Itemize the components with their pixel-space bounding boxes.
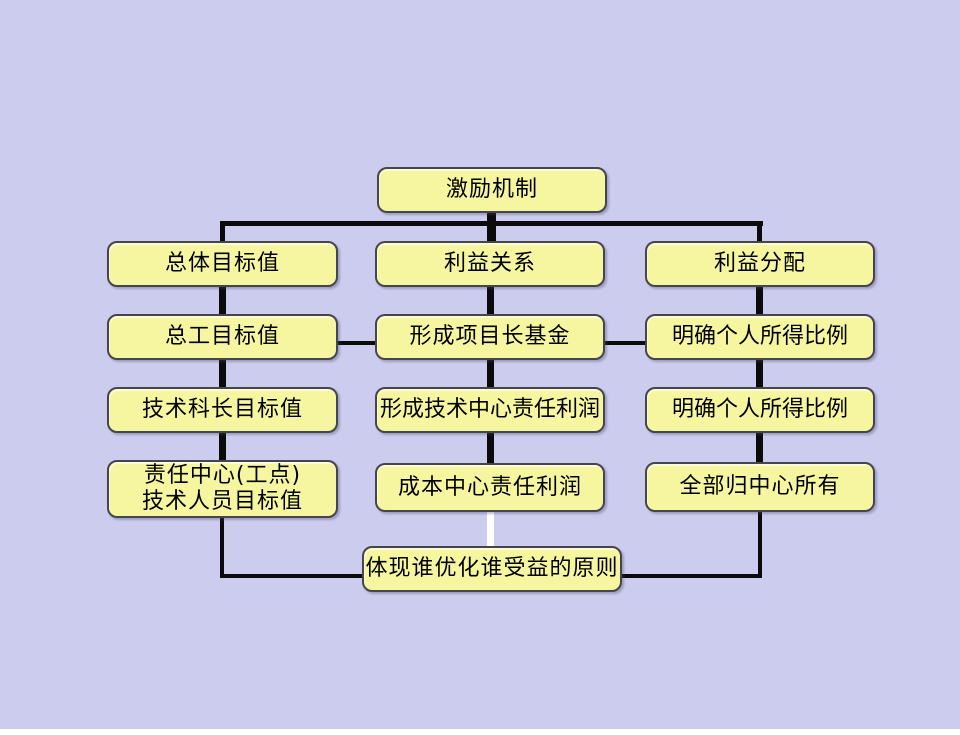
node-tech-section-chief-target: 技术科长目标值 <box>107 387 338 433</box>
node-project-leader-fund-label: 形成项目长基金 <box>409 324 571 350</box>
node-personal-income-ratio-1: 明确个人所得比例 <box>645 314 875 360</box>
connector-bottom-middle-white <box>487 512 494 546</box>
connector-col2-r3-r4 <box>487 431 494 464</box>
connector-col2-r2-r3 <box>487 358 494 388</box>
node-incentive-mechanism: 激励机制 <box>377 167 607 213</box>
connector-root-stub <box>487 212 496 242</box>
node-interest-relationship-label: 利益关系 <box>443 251 536 277</box>
connector-col3-r1-r2 <box>756 285 763 315</box>
connector-col1-r3-r4 <box>219 431 226 462</box>
node-responsibility-center-staff-target: 责任中心(工点) 技术人员目标值 <box>107 460 338 518</box>
node-project-leader-fund: 形成项目长基金 <box>375 314 605 360</box>
connector-drop-col3 <box>757 223 762 241</box>
node-chief-engineer-target: 总工目标值 <box>107 314 338 360</box>
node-benefit-distribution-label: 利益分配 <box>713 251 806 277</box>
node-responsibility-center-staff-target-label: 责任中心(工点) 技术人员目标值 <box>141 463 303 514</box>
node-cost-center-responsibility-profit-label: 成本中心责任利润 <box>397 474 582 500</box>
node-chief-engineer-target-label: 总工目标值 <box>164 324 280 350</box>
node-incentive-mechanism-label: 激励机制 <box>445 177 538 203</box>
connector-drop-col1 <box>220 223 225 241</box>
node-optimizer-benefits-principle: 体现谁优化谁受益的原则 <box>362 546 622 592</box>
connector-row2-right-horizontal <box>603 341 647 345</box>
connector-col3-r2-r3 <box>756 358 763 388</box>
node-tech-center-responsibility-profit-label: 形成技术中心责任利润 <box>379 397 600 423</box>
connector-col1-r1-r2 <box>219 285 226 315</box>
node-overall-target-label: 总体目标值 <box>164 251 280 277</box>
node-tech-center-responsibility-profit: 形成技术中心责任利润 <box>375 387 605 433</box>
node-tech-section-chief-target-label: 技术科长目标值 <box>141 397 303 423</box>
connector-row2-left-horizontal <box>336 341 377 345</box>
node-cost-center-responsibility-profit: 成本中心责任利润 <box>375 463 605 512</box>
canvas-bottom-edge <box>0 729 960 735</box>
connector-col3-r3-r4 <box>756 431 763 463</box>
node-all-to-center: 全部归中心所有 <box>645 462 875 512</box>
connector-col2-r1-r2 <box>487 285 494 315</box>
node-benefit-distribution: 利益分配 <box>645 241 875 287</box>
node-optimizer-benefits-principle-label: 体现谁优化谁受益的原则 <box>365 556 619 582</box>
node-personal-income-ratio-2-label: 明确个人所得比例 <box>671 397 848 423</box>
connector-top-horizontal <box>220 221 763 226</box>
connector-col1-r2-r3 <box>219 358 226 388</box>
connector-bottom-left-horizontal <box>220 574 364 578</box>
connector-bottom-left-vertical <box>220 518 224 578</box>
node-all-to-center-label: 全部归中心所有 <box>679 474 841 500</box>
node-interest-relationship: 利益关系 <box>375 241 605 287</box>
node-personal-income-ratio-2: 明确个人所得比例 <box>645 387 875 433</box>
connector-bottom-right-vertical <box>758 512 762 578</box>
node-overall-target: 总体目标值 <box>107 241 338 287</box>
connector-bottom-right-horizontal <box>620 574 762 578</box>
node-personal-income-ratio-1-label: 明确个人所得比例 <box>671 324 848 350</box>
